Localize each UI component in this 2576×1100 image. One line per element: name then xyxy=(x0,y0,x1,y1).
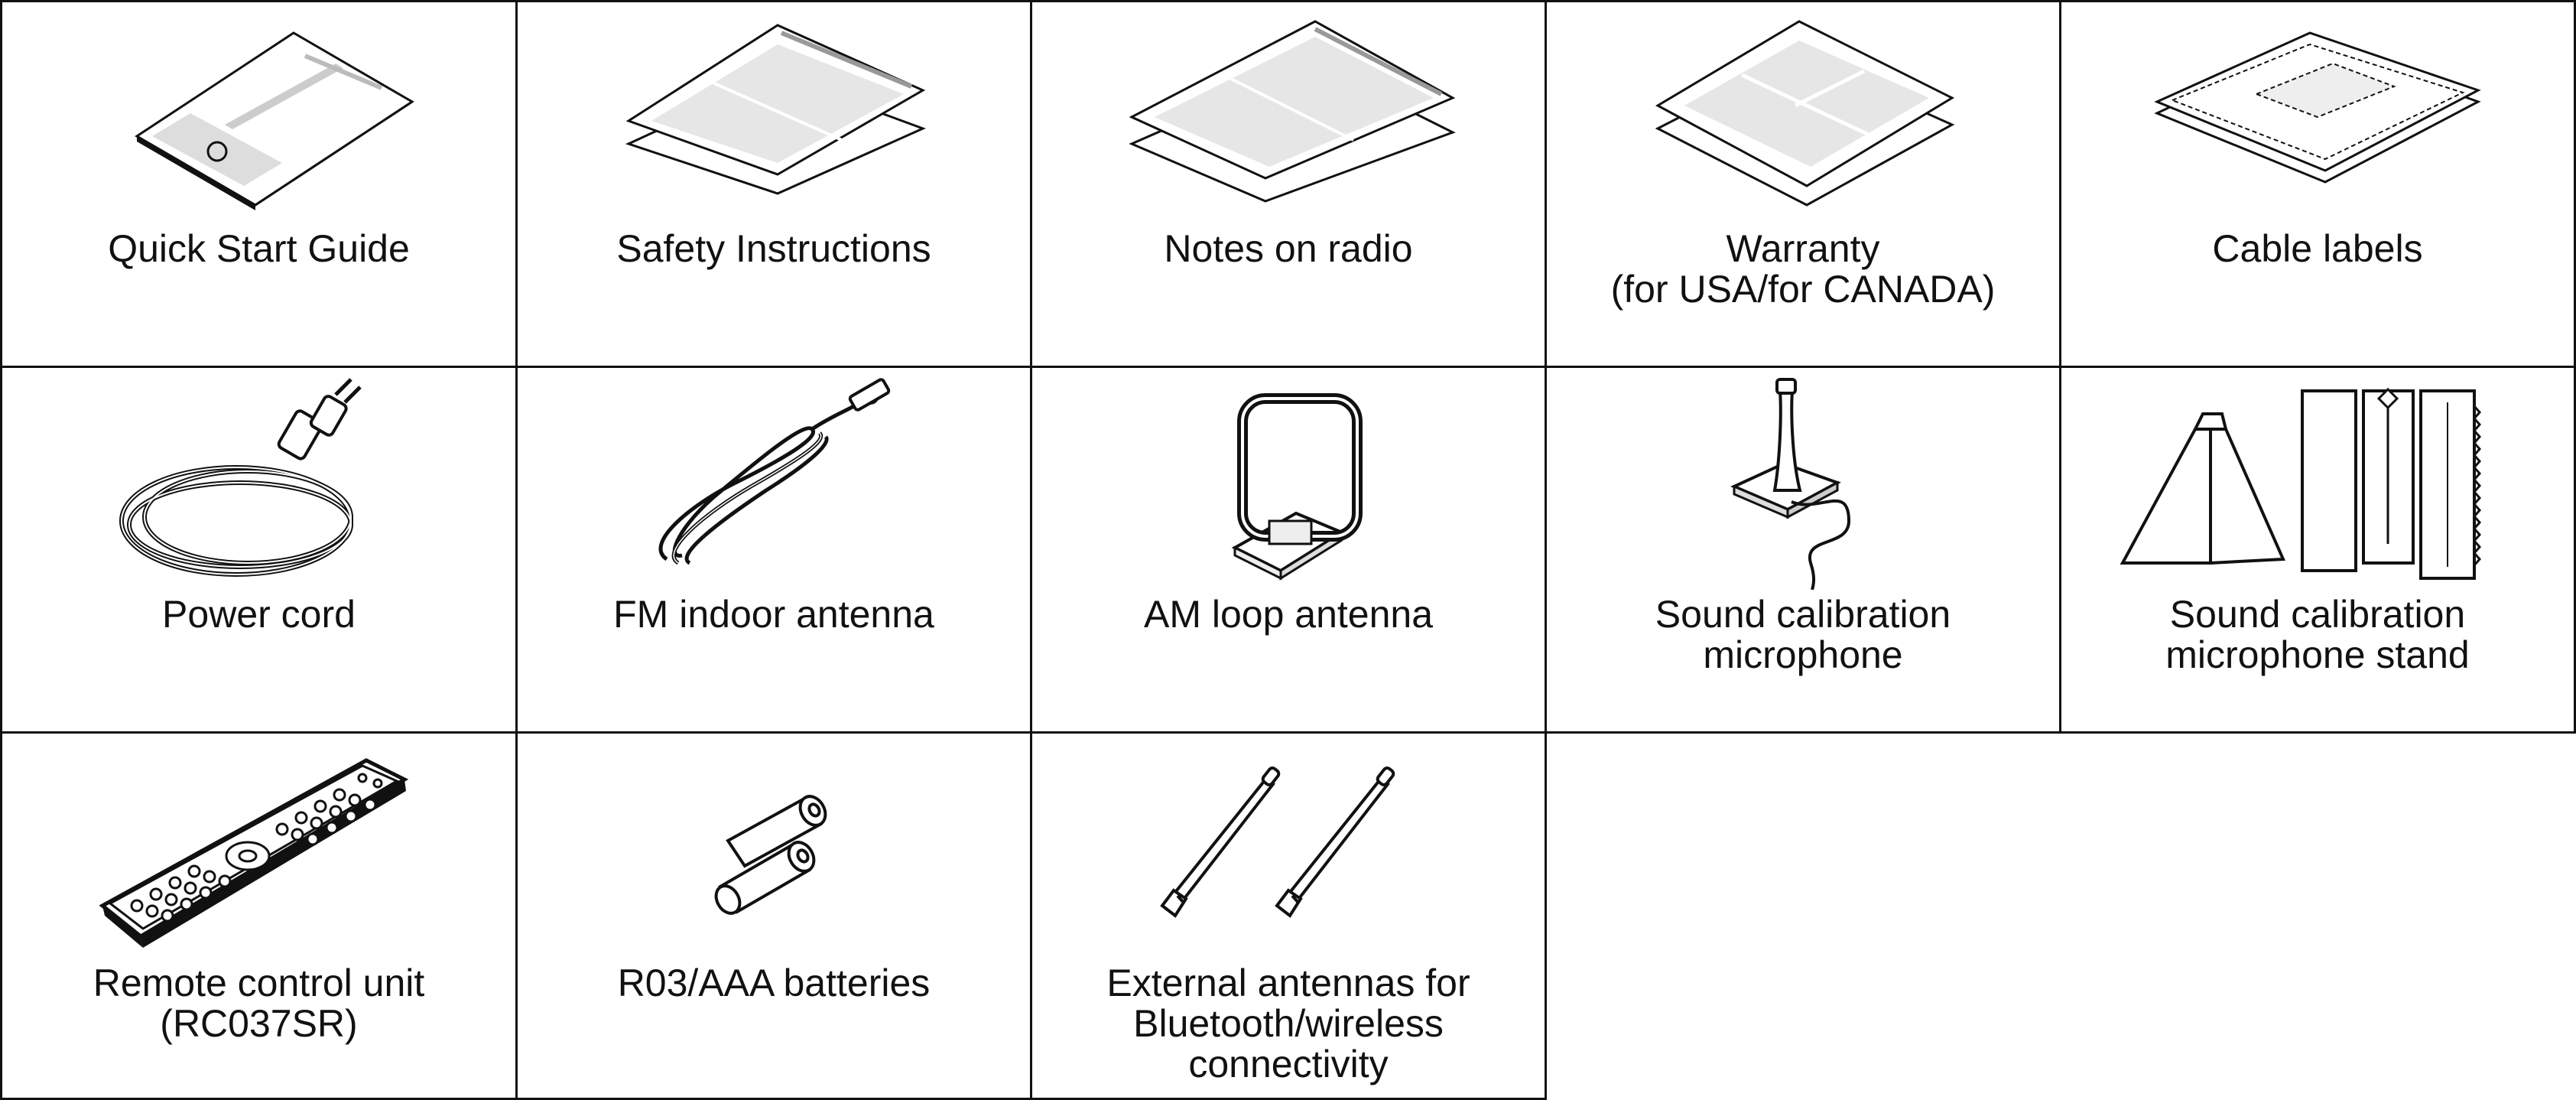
document-icon xyxy=(1032,2,1545,224)
document-icon xyxy=(518,2,1030,224)
item-label: Warranty (for USA/for CANADA) xyxy=(1610,227,1996,311)
booklet-icon xyxy=(2,2,515,224)
cell-quick-start-guide: Quick Start Guide xyxy=(0,0,518,368)
fm-antenna-icon xyxy=(518,368,1030,590)
item-label: Remote control unit (RC037SR) xyxy=(93,962,425,1045)
cell-sound-calibration-microphone: Sound calibration microphone xyxy=(1545,366,2061,734)
cell-external-antennas: External antennas for Bluetooth/wireless… xyxy=(1030,731,1547,1100)
item-label: Sound calibration microphone xyxy=(1655,593,1951,676)
cell-r03-aaa-batteries: R03/AAA batteries xyxy=(515,731,1032,1100)
item-label: Quick Start Guide xyxy=(108,227,410,270)
remote-control-icon xyxy=(2,734,515,955)
item-label: Notes on radio xyxy=(1164,227,1413,270)
document-icon xyxy=(1547,2,2059,224)
item-label: Cable labels xyxy=(2212,227,2423,270)
cell-warranty: Warranty (for USA/for CANADA) xyxy=(1545,0,2061,368)
microphone-stand-icon xyxy=(2061,368,2574,590)
power-cord-icon xyxy=(2,368,515,590)
cell-notes-on-radio: Notes on radio xyxy=(1030,0,1547,368)
label-sheet-icon xyxy=(2061,2,2574,224)
item-label: Sound calibration microphone stand xyxy=(2165,593,2470,676)
am-loop-antenna-icon xyxy=(1032,368,1545,590)
item-label: Power cord xyxy=(162,593,356,636)
cell-safety-instructions: Safety Instructions xyxy=(515,0,1032,368)
batteries-icon xyxy=(518,734,1030,955)
external-antenna-icon xyxy=(1032,734,1545,955)
cell-am-loop-antenna: AM loop antenna xyxy=(1030,366,1547,734)
item-label: AM loop antenna xyxy=(1143,593,1434,636)
item-label: External antennas for Bluetooth/wireless… xyxy=(1106,962,1470,1085)
item-label: R03/AAA batteries xyxy=(617,962,931,1004)
cell-sound-calibration-microphone-stand: Sound calibration microphone stand xyxy=(2059,366,2576,734)
item-label: FM indoor antenna xyxy=(613,593,934,636)
cell-remote-control-unit: Remote control unit (RC037SR) xyxy=(0,731,518,1100)
cell-power-cord: Power cord xyxy=(0,366,518,734)
microphone-icon xyxy=(1547,368,2059,590)
cell-cable-labels: Cable labels xyxy=(2059,0,2576,368)
item-label: Safety Instructions xyxy=(616,227,931,270)
cell-fm-indoor-antenna: FM indoor antenna xyxy=(515,366,1032,734)
